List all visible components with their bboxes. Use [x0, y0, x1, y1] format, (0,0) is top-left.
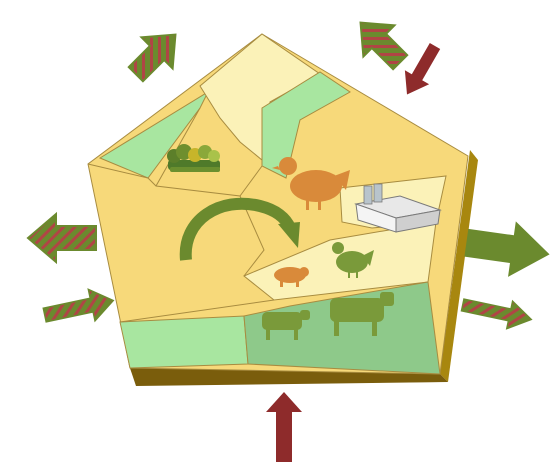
curved-cycle-arrow-icon	[179, 197, 300, 261]
arrow-out-hatched-icon	[359, 21, 409, 71]
arrow-out-hatched-icon	[127, 33, 177, 83]
hen-icon	[272, 157, 350, 210]
farm-base	[130, 150, 478, 386]
field-green-bottomleft	[119, 315, 249, 369]
orchard-trees-icon	[167, 144, 220, 172]
farm-barn-icon	[354, 183, 442, 233]
arrow-in-red-icon	[266, 392, 302, 462]
arrow-out-hatched-icon	[460, 298, 533, 330]
cow-icon	[330, 292, 394, 336]
arrow-out-green-icon	[464, 221, 550, 277]
pig-icon	[274, 267, 309, 287]
arrow-in-green-hatched-icon	[42, 288, 115, 323]
arrow-out-hatched-icon	[26, 211, 97, 265]
arrow-in-red-icon	[404, 43, 441, 95]
cow-icon	[262, 310, 310, 340]
chicken-icon	[332, 242, 374, 278]
